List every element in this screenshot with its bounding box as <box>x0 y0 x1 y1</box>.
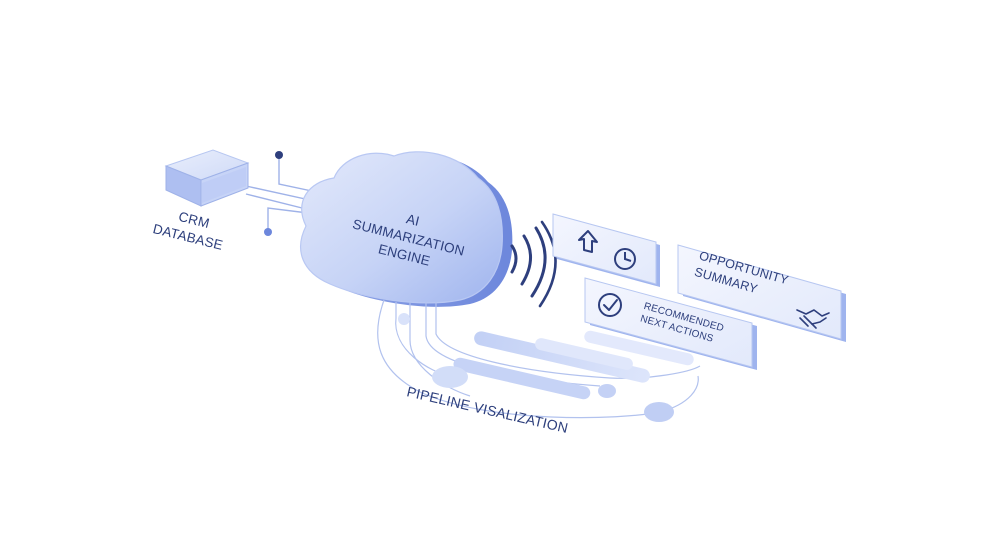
pipeline-node <box>598 384 616 398</box>
upload-arrow-icon <box>578 230 598 253</box>
database-cube-icon <box>164 149 250 207</box>
status-panel <box>552 213 660 287</box>
pipeline-label: PIPELINE VISALIZATION <box>405 383 569 436</box>
pipeline-node <box>644 402 674 422</box>
connector-node <box>275 151 283 159</box>
clock-icon <box>614 248 636 270</box>
next-actions-card: RECOMMENDED NEXT ACTIONS <box>584 277 757 370</box>
database-label: CRM DATABASE <box>151 209 224 253</box>
connector-line <box>267 207 317 232</box>
pipeline-bar <box>584 330 694 366</box>
engine-label-line1: AI <box>405 211 421 229</box>
engine-cloud <box>300 151 513 307</box>
pipeline-line <box>409 302 471 397</box>
database-label-line1: CRM <box>177 209 211 231</box>
pipeline-line <box>435 302 701 379</box>
signal-waves-icon <box>510 220 557 308</box>
connector-node <box>264 228 272 236</box>
pipeline-node <box>432 366 468 388</box>
pipeline-line <box>377 299 661 419</box>
checkmark-icon <box>598 293 622 317</box>
pipeline-node <box>398 313 410 325</box>
handshake-icon <box>796 309 830 329</box>
pipeline-bar <box>474 331 650 383</box>
pipeline-bar <box>535 338 633 370</box>
pipeline-nodes <box>398 313 674 422</box>
opportunity-summary-card: OPPORTUNITY SUMMARY <box>677 244 846 342</box>
pipeline-bars <box>453 330 694 400</box>
pipeline-bar <box>453 357 591 400</box>
